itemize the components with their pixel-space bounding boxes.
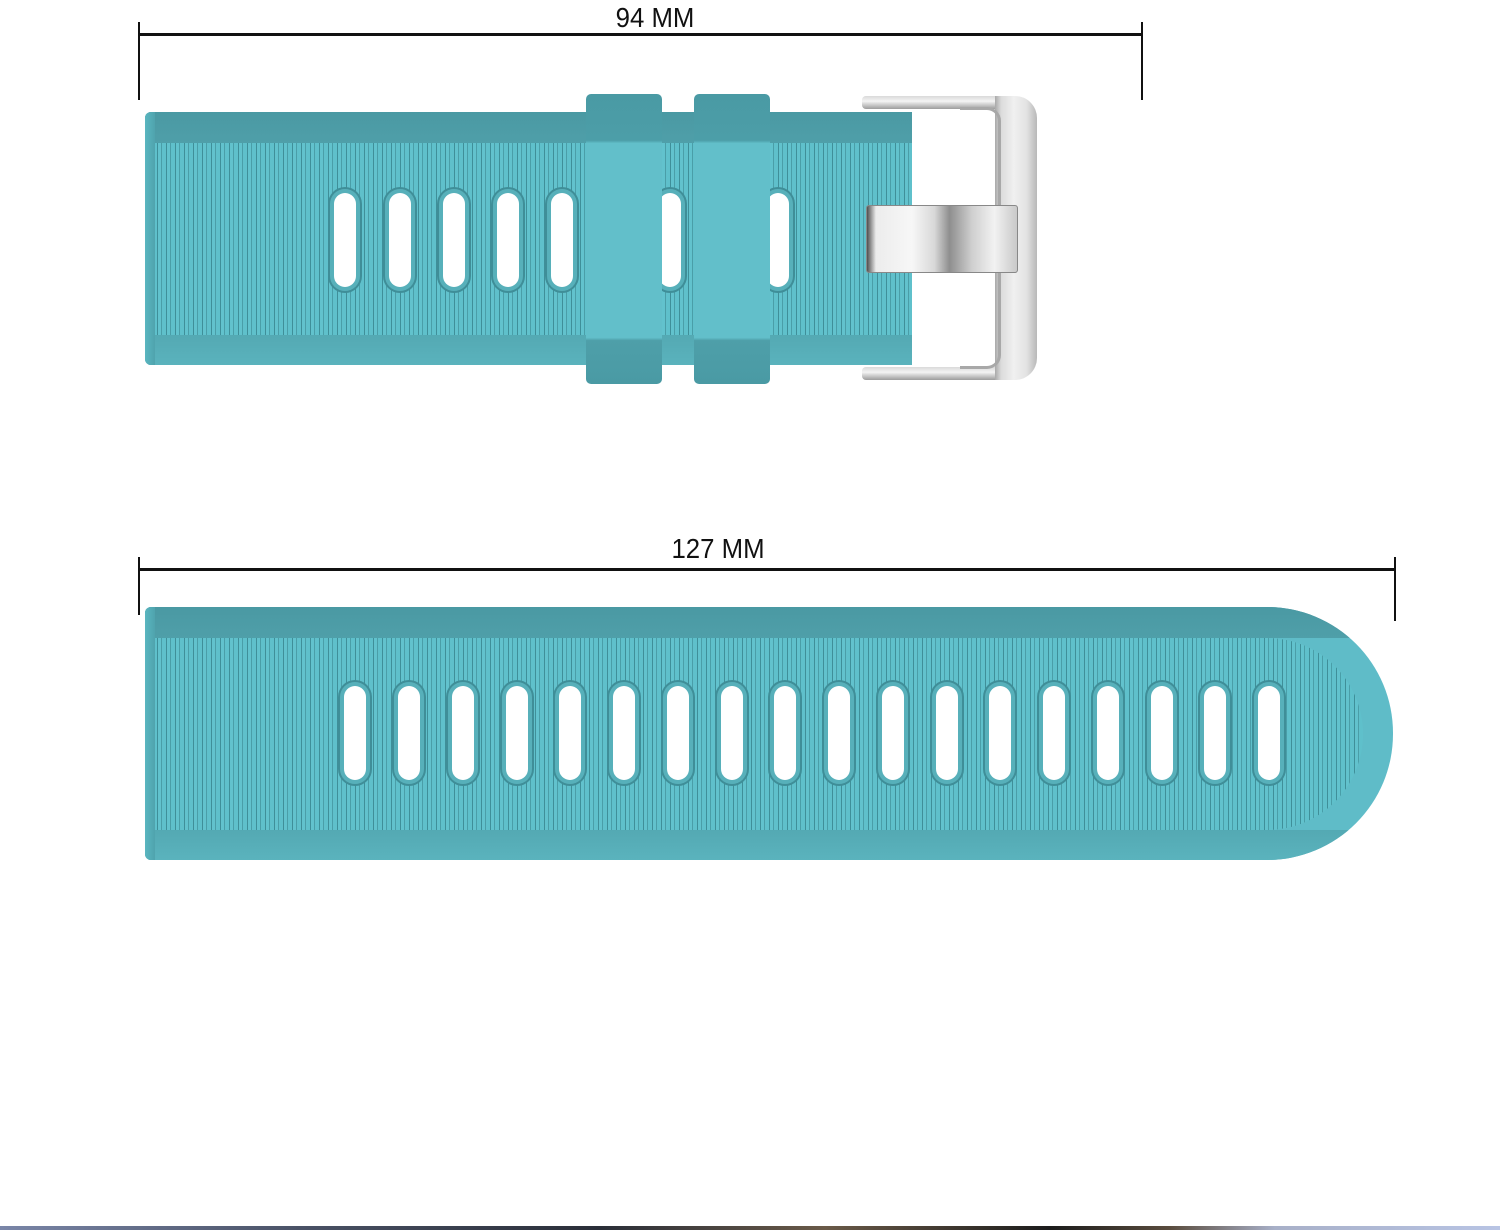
strap-edge-top	[145, 607, 1393, 638]
dimension-label: 94 MM	[615, 2, 695, 33]
dimension-line	[139, 568, 1396, 571]
strap-body	[145, 112, 912, 365]
strap-hole	[452, 686, 474, 780]
strap-hole	[721, 686, 743, 780]
buckle-tongue	[866, 205, 1018, 273]
strap-edge-bottom	[145, 830, 1393, 860]
strap-hole	[1043, 686, 1065, 780]
strap-hole	[506, 686, 528, 780]
strap-hole	[559, 686, 581, 780]
strap-hole	[344, 686, 366, 780]
strap-hole	[659, 193, 681, 287]
dimension-line	[139, 33, 1143, 36]
keeper-loop	[586, 94, 662, 384]
buckle-top-bar	[862, 96, 1012, 109]
strap-hole	[497, 193, 519, 287]
strap-ribs	[153, 143, 912, 335]
strap-hole	[774, 686, 796, 780]
dimension-right-tick	[1141, 22, 1143, 100]
strap-edge-top	[145, 112, 912, 143]
strap-end-cap	[145, 112, 155, 365]
strap-hole	[398, 686, 420, 780]
strap-hole	[767, 193, 789, 287]
strap-edge-bottom	[145, 335, 912, 365]
strap-body	[145, 607, 1393, 860]
strap-hole	[389, 193, 411, 287]
bottom-edge-strip	[0, 1226, 1500, 1230]
strap-hole	[613, 686, 635, 780]
strap-hole	[443, 193, 465, 287]
strap-hole	[334, 193, 356, 287]
strap-hole	[882, 686, 904, 780]
strap-hole	[828, 686, 850, 780]
strap-hole	[936, 686, 958, 780]
buckle-bottom-bar	[862, 367, 1012, 380]
dimension-label: 127 MM	[671, 533, 765, 564]
strap-ribs	[153, 638, 1363, 830]
keeper-loop	[694, 94, 770, 384]
strap-end-cap	[145, 607, 155, 860]
strap-hole	[667, 686, 689, 780]
dimension-left-tick	[138, 22, 140, 100]
strap-hole	[1097, 686, 1119, 780]
strap-hole	[551, 193, 573, 287]
dimension-right-tick	[1394, 557, 1396, 621]
strap-hole	[1258, 686, 1280, 780]
strap-hole	[1151, 686, 1173, 780]
dimension-left-tick	[138, 557, 140, 615]
strap-hole	[989, 686, 1011, 780]
strap-hole	[1204, 686, 1226, 780]
